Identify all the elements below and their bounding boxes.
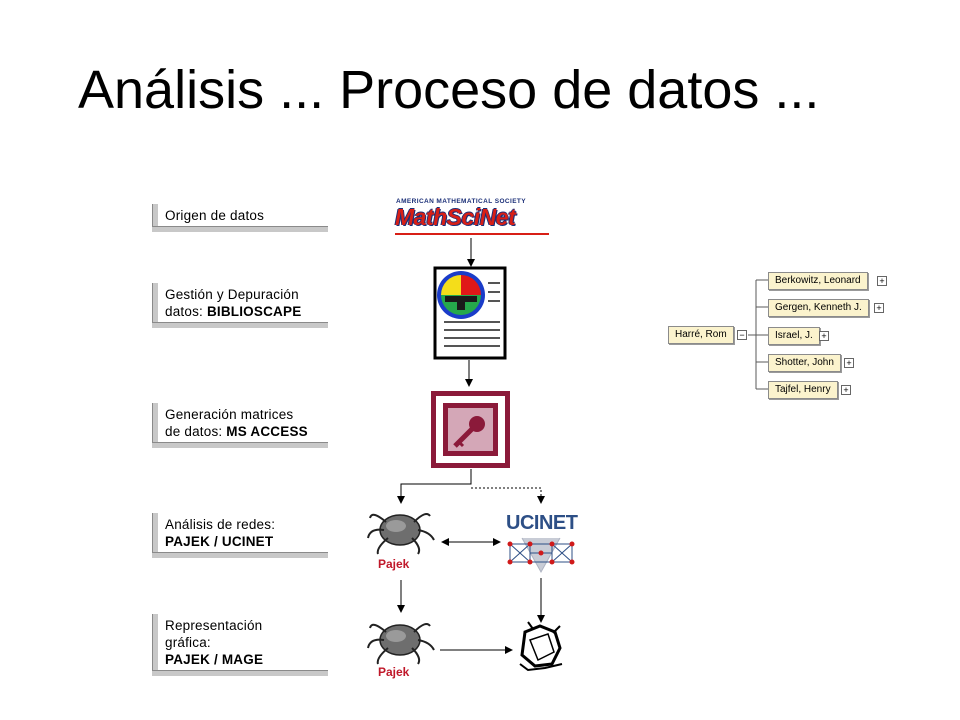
step-label: Representación — [165, 618, 263, 633]
arrow-access-to-pajek — [397, 469, 472, 504]
ucinet-network-icon — [507, 537, 575, 574]
expand-toggle-icon[interactable]: + — [874, 303, 884, 313]
ucinet-label: UCINET — [506, 512, 578, 534]
step-label: Análisis de redes: — [165, 517, 276, 532]
mathscinet-underline — [395, 233, 549, 235]
mathscinet-logo: MathSciNet — [395, 204, 516, 230]
tree-child-node[interactable]: Gergen, Kenneth J. — [768, 299, 869, 317]
step-data-management: Gestión y Depuración datos: BIBLIOSCAPE — [152, 283, 328, 328]
tree-node-label: Berkowitz, Leonard — [775, 275, 861, 286]
step-tool: PAJEK / MAGE — [165, 652, 264, 667]
step-label-prefix: datos: — [165, 304, 207, 319]
step-data-origin: Origen de datos — [152, 204, 328, 232]
expand-toggle-icon[interactable]: + — [841, 385, 851, 395]
expand-toggle-icon[interactable]: + — [819, 331, 829, 341]
biblioscape-icon — [433, 266, 507, 360]
pajek-spider-icon — [367, 513, 435, 555]
step-tool: BIBLIOSCAPE — [206, 304, 302, 319]
page-title: Análisis ... Proceso de datos ... — [78, 60, 820, 120]
step-tool: MS ACCESS — [226, 424, 308, 439]
step-label-cont: gráfica: — [165, 635, 211, 650]
step-label: Generación matrices — [165, 407, 294, 422]
tree-child-node[interactable]: Berkowitz, Leonard — [768, 272, 868, 290]
pajek-label-2: Pajek — [378, 665, 410, 679]
collapse-toggle-icon[interactable]: − — [737, 330, 747, 340]
step-label: Gestión y Depuración — [165, 287, 299, 302]
step-tool: PAJEK / UCINET — [165, 534, 274, 549]
expand-toggle-icon[interactable]: + — [844, 358, 854, 368]
step-network-analysis: Análisis de redes: PAJEK / UCINET — [152, 513, 328, 558]
ams-caption: AMERICAN MATHEMATICAL SOCIETY — [396, 198, 527, 205]
pajek-label: Pajek — [378, 557, 410, 571]
mage-icon — [519, 621, 563, 672]
step-label-prefix: de datos: — [165, 424, 227, 439]
pajek-spider-icon-2 — [367, 623, 435, 665]
tree-connectors — [748, 279, 768, 390]
tree-child-node[interactable]: Israel, J. — [768, 327, 820, 345]
tree-node-label: Shotter, John — [775, 357, 834, 368]
ms-access-icon — [431, 391, 510, 468]
tree-child-node[interactable]: Tajfel, Henry — [768, 381, 838, 399]
step-label: Origen de datos — [165, 208, 265, 223]
arrow-access-to-ucinet — [471, 487, 545, 504]
tree-node-label: Gergen, Kenneth J. — [775, 302, 862, 313]
tree-root-node[interactable]: Harré, Rom — [668, 326, 734, 344]
tree-node-label: Harré, Rom — [675, 329, 727, 340]
step-matrix-generation: Generación matrices de datos: MS ACCESS — [152, 403, 328, 448]
tree-node-label: Tajfel, Henry — [775, 384, 831, 395]
tree-node-label: Israel, J. — [775, 330, 813, 341]
expand-toggle-icon[interactable]: + — [877, 276, 887, 286]
tree-child-node[interactable]: Shotter, John — [768, 354, 841, 372]
step-graphic-representation: Representación gráfica: PAJEK / MAGE — [152, 614, 328, 676]
